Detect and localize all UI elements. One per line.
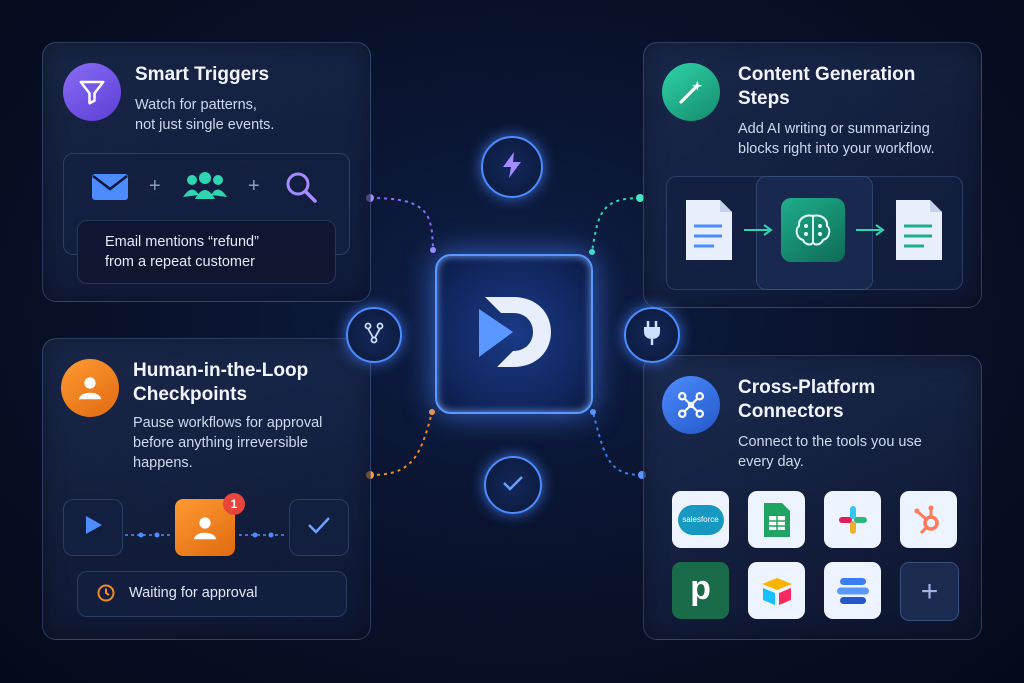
stacked-layers-icon[interactable]	[824, 562, 881, 619]
plus-icon: +	[248, 175, 260, 197]
pipedrive-label: p	[690, 568, 711, 607]
smart-triggers-card: Smart Triggers Watch for patterns, not j…	[42, 42, 371, 302]
checkmark-icon	[306, 514, 332, 541]
play-icon	[82, 514, 104, 541]
generated-document-icon	[894, 198, 944, 267]
arrow-right-icon	[856, 223, 886, 242]
card-description: Pause workflows for approval before anyt…	[133, 415, 323, 471]
connector-cross-platform	[592, 411, 643, 476]
slack-icon[interactable]	[824, 491, 881, 548]
user-icon	[61, 359, 119, 417]
dotted-connector	[239, 525, 287, 543]
clock-icon	[97, 584, 115, 607]
hubspot-icon[interactable]	[900, 491, 957, 548]
plus-icon: +	[149, 175, 161, 197]
connector-content-gen	[591, 197, 641, 253]
lightning-icon	[501, 151, 523, 184]
d-logo-icon	[475, 295, 553, 374]
search-icon	[285, 171, 317, 208]
users-icon	[183, 169, 227, 206]
pipedrive-icon[interactable]: p	[672, 562, 729, 619]
dotted-connector	[125, 525, 173, 543]
mail-icon	[91, 173, 129, 206]
airtable-icon[interactable]	[748, 562, 805, 619]
magic-wand-icon	[662, 63, 720, 121]
approve-check-button[interactable]	[289, 499, 349, 556]
content-generation-card: Content Generation Steps Add AI writing …	[643, 42, 982, 308]
filter-icon	[63, 63, 121, 121]
card-title: Cross-Platform Connectors	[738, 377, 876, 422]
checkmark-icon	[501, 474, 525, 497]
ai-brain-icon	[781, 198, 845, 262]
network-icon	[662, 376, 720, 434]
status-bar	[77, 571, 347, 617]
notification-badge: 1	[223, 493, 245, 515]
connector-human-loop	[369, 411, 433, 476]
plug-icon	[640, 320, 664, 351]
plus-icon: +	[920, 574, 939, 608]
human-in-loop-card: Human-in-the-Loop Checkpoints Pause work…	[42, 338, 371, 640]
salesforce-label: salesforce	[682, 515, 719, 524]
card-title: Smart Triggers	[135, 64, 270, 85]
trigger-example-text: Email mentions “refund” from a repeat cu…	[105, 234, 259, 270]
plug-node[interactable]	[624, 307, 680, 363]
card-description: Watch for patterns, not just single even…	[135, 97, 275, 133]
add-connector-button[interactable]: +	[900, 562, 959, 621]
trigger-example-box	[77, 220, 336, 284]
central-hub[interactable]	[435, 254, 593, 414]
lightning-node[interactable]	[481, 136, 543, 198]
card-title: Content Generation Steps	[738, 64, 916, 109]
branch-node[interactable]	[346, 307, 402, 363]
cross-platform-card: Cross-Platform Connectors Connect to the…	[643, 355, 982, 640]
arrow-right-icon	[744, 223, 774, 242]
google-sheets-icon[interactable]	[748, 491, 805, 548]
status-text: Waiting for approval	[129, 585, 258, 601]
card-title: Human-in-the-Loop Checkpoints	[133, 360, 309, 405]
checkmark-node[interactable]	[484, 456, 542, 514]
card-description: Add AI writing or summarizing blocks rig…	[738, 121, 935, 157]
branch-icon	[362, 321, 386, 350]
card-description: Connect to the tools you use every day.	[738, 434, 922, 470]
connector-smart-triggers	[369, 197, 434, 251]
salesforce-icon[interactable]: salesforce	[672, 491, 729, 548]
document-icon	[684, 198, 734, 267]
play-button[interactable]	[63, 499, 123, 556]
